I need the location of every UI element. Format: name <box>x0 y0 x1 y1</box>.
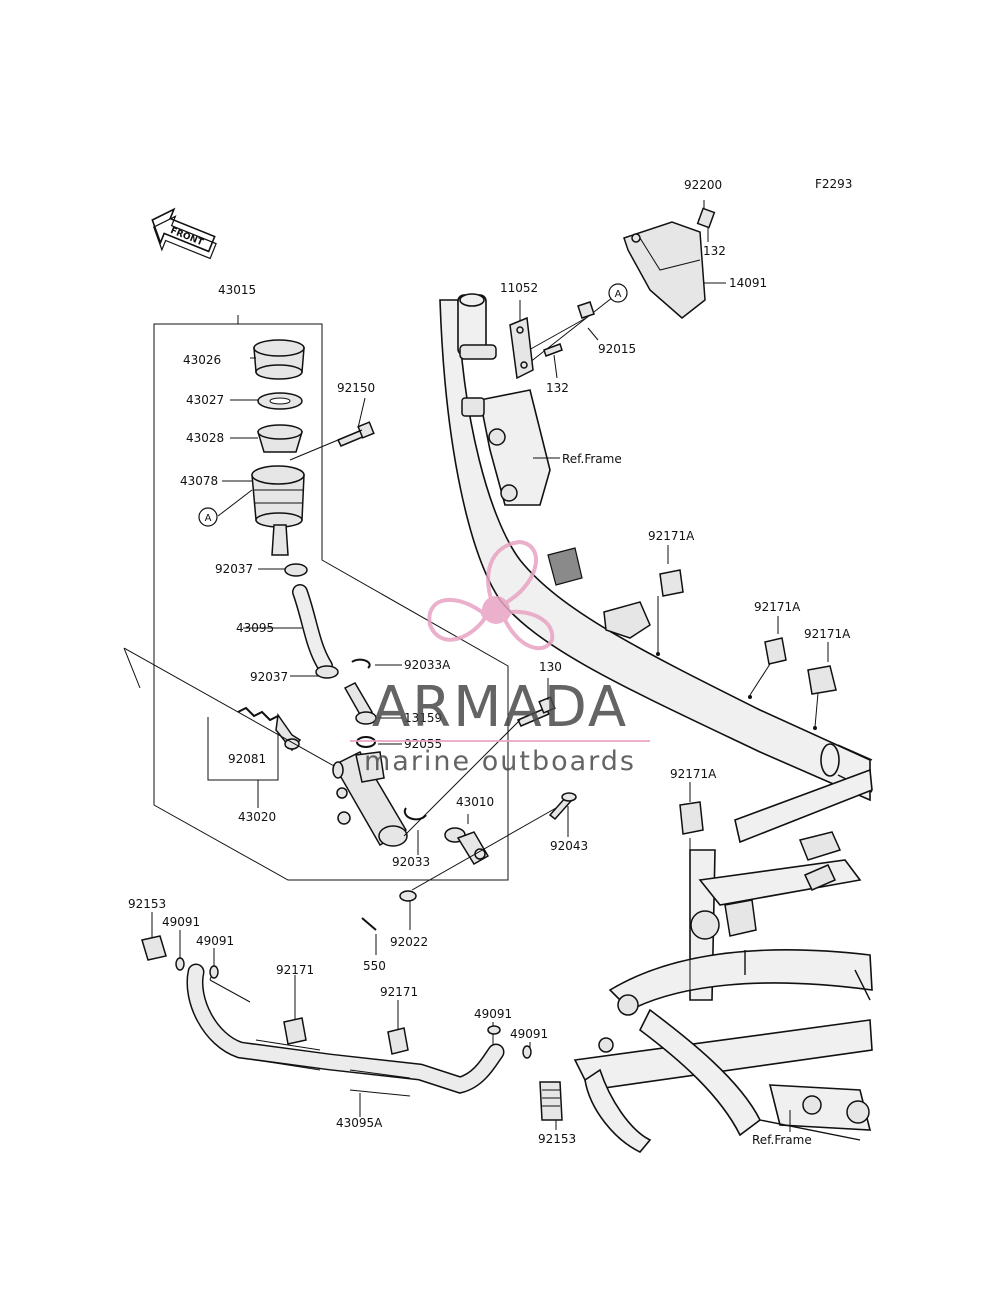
label-92171A-4: 92171A <box>670 767 717 781</box>
part-92171-clip-2 <box>387 1027 409 1055</box>
label-49091-2: 49091 <box>196 934 234 948</box>
label-92033: 92033 <box>392 855 430 869</box>
label-43026: 43026 <box>183 353 221 367</box>
part-92037-clamp-top <box>284 563 308 577</box>
watermark: ARMADA marine outboards <box>350 539 650 777</box>
label-132-top: 132 <box>703 244 726 258</box>
front-direction-indicator: FRONT <box>151 207 217 260</box>
part-49091-washer-3 <box>487 1025 501 1035</box>
part-550-cotter-pin <box>361 917 377 931</box>
part-43027-diaphragm-plate <box>257 392 303 410</box>
label-43095: 43095 <box>236 621 274 635</box>
label-550: 550 <box>363 959 386 973</box>
part-92015-collar <box>577 301 595 319</box>
callout-a-label-top: A <box>615 289 622 300</box>
label-92171-1: 92171 <box>276 963 314 977</box>
label-92153-right: 92153 <box>538 1132 576 1146</box>
label-43028: 43028 <box>186 431 224 445</box>
part-92171-clip-1 <box>283 1017 307 1045</box>
part-92037-clamp-mid <box>315 665 339 679</box>
label-92171A-1: 92171A <box>648 529 695 543</box>
label-92015: 92015 <box>598 342 636 356</box>
label-13159: 13159 <box>404 711 442 725</box>
label-92200: 92200 <box>684 178 722 192</box>
part-132-bolt-top <box>696 207 716 229</box>
label-49091-1: 49091 <box>162 915 200 929</box>
part-labels: F2293 92200 132 14091 11052 92015 132 Re… <box>128 177 852 1147</box>
part-43028-diaphragm <box>256 424 304 453</box>
watermark-tagline: marine outboards <box>364 746 636 777</box>
label-43078: 43078 <box>180 474 218 488</box>
label-43027: 43027 <box>186 393 224 407</box>
part-92033-snap-ring <box>403 807 427 821</box>
frame-lower-structure <box>573 768 873 1153</box>
label-43095A: 43095A <box>336 1116 383 1130</box>
part-92153-banjo-left <box>141 935 167 961</box>
label-92043: 92043 <box>550 839 588 853</box>
part-92022-washer <box>399 890 417 902</box>
part-master-cylinder-body <box>332 751 408 847</box>
part-43095A-hose <box>186 963 505 1097</box>
part-43026-cap <box>253 339 305 380</box>
assembly-bracket-43020 <box>207 717 279 808</box>
label-92171A-3: 92171A <box>804 627 851 641</box>
label-92153-left: 92153 <box>128 897 166 911</box>
part-132-bolt-mid <box>543 343 563 357</box>
label-43010: 43010 <box>456 795 494 809</box>
label-ref-frame-bottom: Ref.Frame <box>752 1133 812 1147</box>
propeller-logo <box>427 539 555 651</box>
part-49091-washer-2 <box>209 965 219 979</box>
part-11052-bracket <box>509 316 534 380</box>
part-49091-washer-4 <box>522 1045 532 1059</box>
part-92171A-clip-3 <box>807 665 837 695</box>
part-43010-clevis <box>444 827 490 866</box>
part-14091-cover <box>623 221 706 319</box>
part-92043-pin <box>548 792 577 821</box>
part-92153-banjo-right <box>539 1081 563 1121</box>
label-130: 130 <box>539 660 562 674</box>
label-14091: 14091 <box>729 276 767 290</box>
part-13159-fitting <box>343 682 377 725</box>
part-43078-reservoir <box>251 465 305 556</box>
watermark-brand: ARMADA <box>372 675 628 740</box>
callout-a-reservoir: A <box>198 507 218 527</box>
figure-code: F2293 <box>815 177 852 191</box>
label-92171A-2: 92171A <box>754 600 801 614</box>
part-92150-bolt <box>336 421 375 447</box>
part-43095-hose <box>292 584 333 674</box>
part-92171A-clip-2 <box>764 637 787 665</box>
label-92033A: 92033A <box>404 658 451 672</box>
label-92150: 92150 <box>337 381 375 395</box>
part-92033A-circlip <box>351 658 371 669</box>
label-92037-mid: 92037 <box>250 670 288 684</box>
label-ref-frame-top: Ref.Frame <box>562 452 622 466</box>
callout-a-label-left: A <box>205 513 212 524</box>
part-92171A-clip-1 <box>659 569 684 597</box>
label-43015: 43015 <box>218 283 256 297</box>
label-92081: 92081 <box>228 752 266 766</box>
label-43020: 43020 <box>238 810 276 824</box>
label-92037-top: 92037 <box>215 562 253 576</box>
label-132-mid: 132 <box>546 381 569 395</box>
label-92171-2: 92171 <box>380 985 418 999</box>
part-49091-washer-1 <box>175 957 185 971</box>
part-130-bolt <box>516 696 556 727</box>
frame-upper-tube <box>439 293 873 802</box>
part-92171A-clip-4 <box>679 801 704 835</box>
callout-a-bracket: A <box>608 283 628 303</box>
assembly-bracket-43015 <box>153 315 509 881</box>
label-92022: 92022 <box>390 935 428 949</box>
label-11052: 11052 <box>500 281 538 295</box>
label-49091-4: 49091 <box>510 1027 548 1041</box>
label-49091-3: 49091 <box>474 1007 512 1021</box>
